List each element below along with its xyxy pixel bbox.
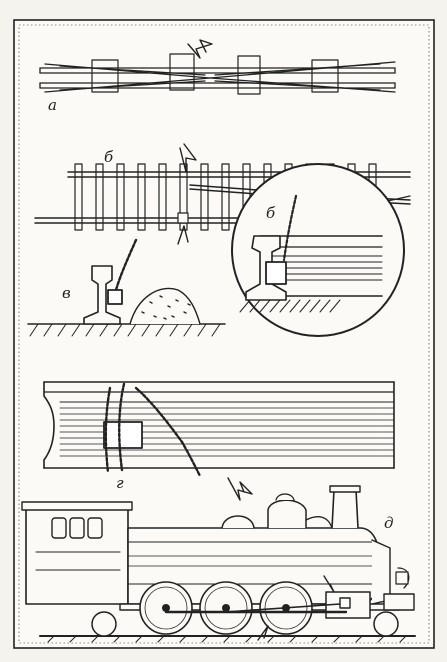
leading-wheel [373, 611, 399, 637]
panel-d-arrow-wheel [257, 625, 269, 641]
panel-b-inset-charge [265, 261, 287, 285]
cylinder-charge [339, 597, 351, 609]
panel-g-charge [103, 421, 143, 449]
label-panel-b: б [104, 148, 114, 166]
cab-window-3 [87, 517, 103, 539]
panel-a-arrow [187, 39, 213, 59]
label-panel-v: в [62, 284, 71, 302]
panel-a-switch-points [39, 39, 396, 95]
panel-g-rail-side [40, 381, 395, 478]
panel-d-locomotive [21, 477, 416, 643]
panel-d-arrow-dome [227, 477, 253, 501]
label-panel-g: г [116, 474, 124, 492]
panel-v-charge [107, 289, 123, 305]
label-panel-b-inset: б [266, 204, 276, 222]
panel-b-charge [177, 212, 189, 224]
label-panel-d: д [384, 514, 394, 532]
panel-b-inset-detail [231, 163, 405, 337]
panel-d-arrow-cylinder [323, 575, 335, 593]
label-panel-a: а [48, 96, 57, 114]
trailing-wheel [91, 611, 117, 637]
panel-b-arrow-bottom [177, 225, 189, 245]
panel-b-arrow-top [179, 143, 197, 173]
panel-v-rail-section [27, 238, 226, 337]
cab-window-2 [69, 517, 85, 539]
cab-window-1 [51, 517, 67, 539]
